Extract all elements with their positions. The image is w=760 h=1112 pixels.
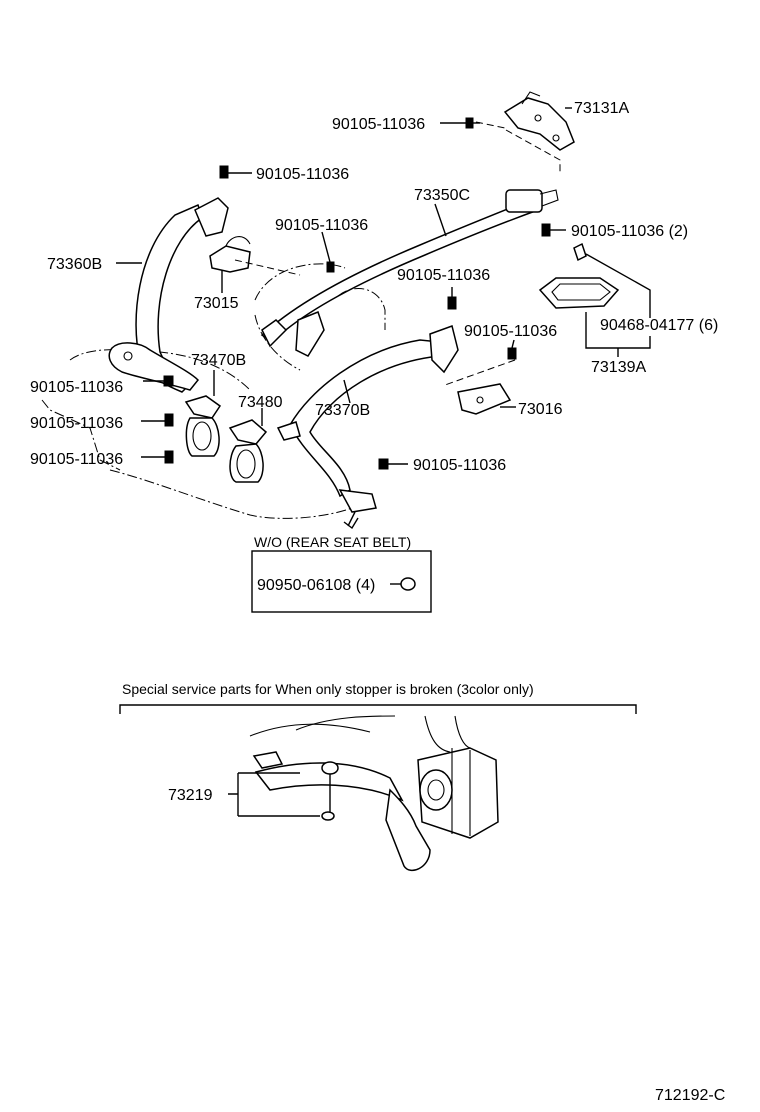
seat-belt-73360b [108, 197, 229, 393]
label-73480: 73480 [238, 394, 283, 411]
bolt-icon [141, 413, 174, 427]
bracket-73016 [457, 383, 512, 415]
retractor-lower [417, 715, 499, 839]
plug-icon [390, 577, 416, 591]
label-73015: 73015 [194, 295, 239, 312]
special-parts-title: Special service parts for When only stop… [122, 681, 534, 697]
wo-box-part: 90950-06108 (4) [257, 577, 375, 594]
label-bolt-mid-right: 90105-11036 [464, 323, 557, 340]
belt-lower [249, 715, 431, 871]
stopper-button-icon [321, 761, 339, 821]
special-parts-bracket [119, 704, 637, 714]
bracket-73131a [503, 91, 575, 151]
wo-rear-seat-belt-box [251, 550, 432, 613]
label-73219: 73219 [168, 787, 213, 804]
label-bolt-top: 90105-11036 [332, 116, 425, 133]
label-bolt-upper-left: 90105-11036 [256, 166, 349, 183]
label-bolt-mid: 90105-11036 [397, 267, 490, 284]
label-bolt-center: 90105-11036 [275, 217, 368, 234]
label-73139a: 73139A [591, 359, 646, 376]
bolt-icon [378, 458, 408, 470]
label-73016: 73016 [518, 401, 563, 418]
bolt-icon [447, 287, 457, 310]
bolt-icon [465, 117, 480, 129]
clip-73480 [228, 419, 268, 483]
wo-box-title: W/O (REAR SEAT BELT) [254, 534, 411, 550]
label-bolt-left-2: 90105-11036 [30, 415, 123, 432]
label-73360b: 73360B [47, 256, 102, 273]
label-73350c: 73350C [414, 187, 470, 204]
bolt-icon [541, 223, 566, 237]
seat-belt-73370b [276, 311, 459, 513]
label-73470b: 73470B [191, 352, 246, 369]
bolt-icon [143, 375, 174, 387]
label-bolt-bottom: 90105-11036 [413, 457, 506, 474]
label-90468: 90468-04177 (6) [600, 317, 718, 334]
figure-code: 712192-C [655, 1087, 725, 1104]
label-73370b: 73370B [315, 402, 370, 419]
bolt-icon [507, 339, 517, 360]
label-bolt-left-3: 90105-11036 [30, 451, 123, 468]
bolt-icon [141, 450, 174, 464]
label-bolt-right-qty: 90105-11036 (2) [571, 223, 688, 240]
label-73131a: 73131A [574, 100, 629, 117]
seat-belt-73350c [260, 189, 559, 348]
clip-73470b [184, 395, 222, 457]
bolt-icon [219, 165, 252, 179]
bracket-73015 [209, 236, 251, 273]
bolt-icon [321, 231, 335, 273]
cover-73139a [538, 242, 620, 309]
label-bolt-left-1: 90105-11036 [30, 379, 123, 396]
